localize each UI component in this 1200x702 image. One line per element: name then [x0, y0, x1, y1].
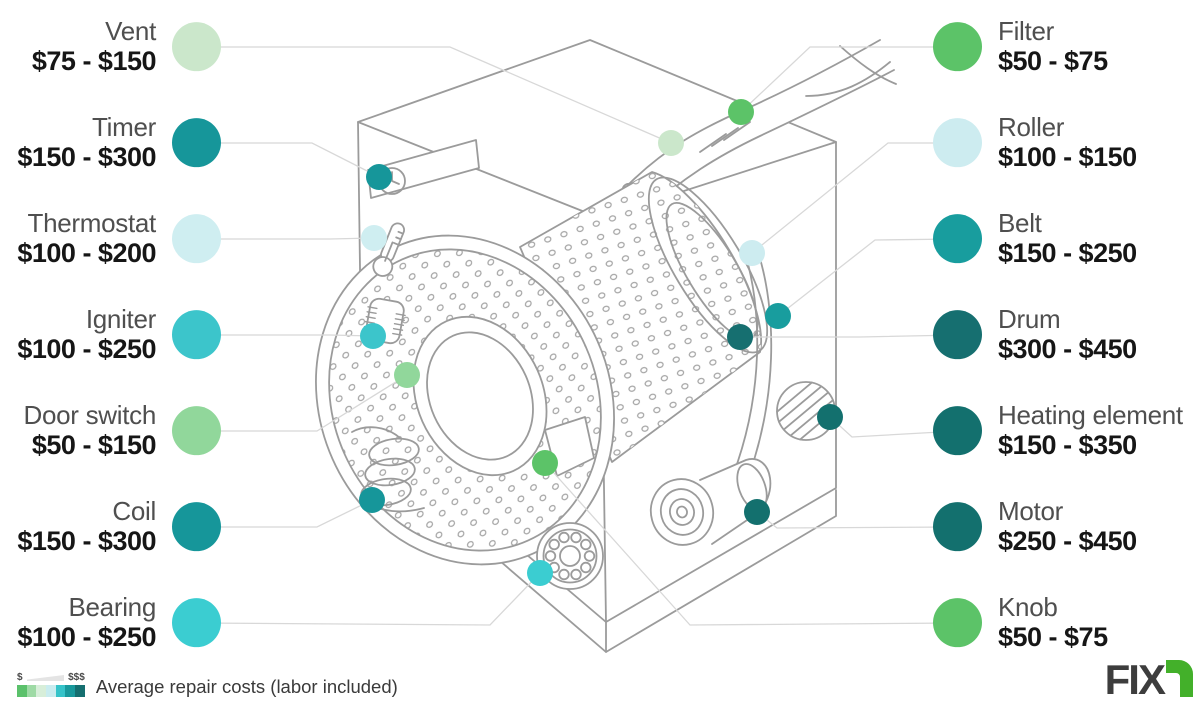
connector-knob	[544, 462, 959, 626]
legend-min-label: $	[17, 672, 23, 683]
connector-vent	[196, 46, 672, 144]
fixr-logo-text: FIX	[1104, 656, 1166, 702]
legend-max-label: $$$	[68, 672, 85, 683]
bearing-icon	[536, 522, 604, 590]
connector-heating-element	[829, 416, 959, 438]
legend-scale: $ $$$	[17, 673, 85, 697]
dot-belt	[765, 303, 791, 329]
fixr-logo: FIX	[1104, 656, 1193, 702]
legend-wedge-icon	[26, 675, 65, 681]
dot-heating-element	[817, 404, 843, 430]
part-dots	[359, 99, 843, 586]
motor-icon	[649, 458, 772, 546]
dot-filter	[728, 99, 754, 125]
connector-thermostat	[196, 237, 375, 240]
connector-coil	[196, 499, 373, 528]
dot-timer	[366, 164, 392, 190]
fixr-logo-r-icon	[1166, 660, 1193, 697]
legend-swatch	[75, 685, 85, 697]
connector-drum	[740, 334, 959, 338]
legend: $ $$$ Average repair costs (labor includ…	[17, 673, 398, 697]
connector-bearing	[195, 572, 541, 626]
connector-filter	[740, 46, 958, 113]
dot-thermostat	[361, 225, 387, 251]
connector-igniter	[196, 334, 374, 337]
dot-vent	[658, 130, 684, 156]
dot-drum	[727, 324, 753, 350]
legend-caption: Average repair costs (labor included)	[95, 675, 398, 697]
dot-door-switch	[394, 362, 420, 388]
legend-swatch	[46, 685, 56, 697]
dot-bearing	[527, 560, 553, 586]
connector-timer	[196, 142, 380, 178]
connector-door-switch	[196, 374, 408, 432]
legend-swatch	[36, 685, 47, 697]
vent-hose-icon	[621, 39, 897, 218]
connector-belt	[777, 238, 959, 317]
control-panel	[367, 139, 480, 199]
legend-swatch	[65, 685, 76, 697]
legend-swatch	[55, 685, 66, 697]
dot-igniter	[360, 323, 386, 349]
dot-knob	[532, 450, 558, 476]
thermostat-icon	[372, 222, 405, 277]
legend-swatch	[26, 685, 37, 697]
dot-coil	[359, 487, 385, 513]
legend-swatch	[17, 685, 27, 697]
legend-swatches	[17, 685, 85, 697]
dot-roller	[739, 240, 765, 266]
dot-motor	[744, 499, 770, 525]
